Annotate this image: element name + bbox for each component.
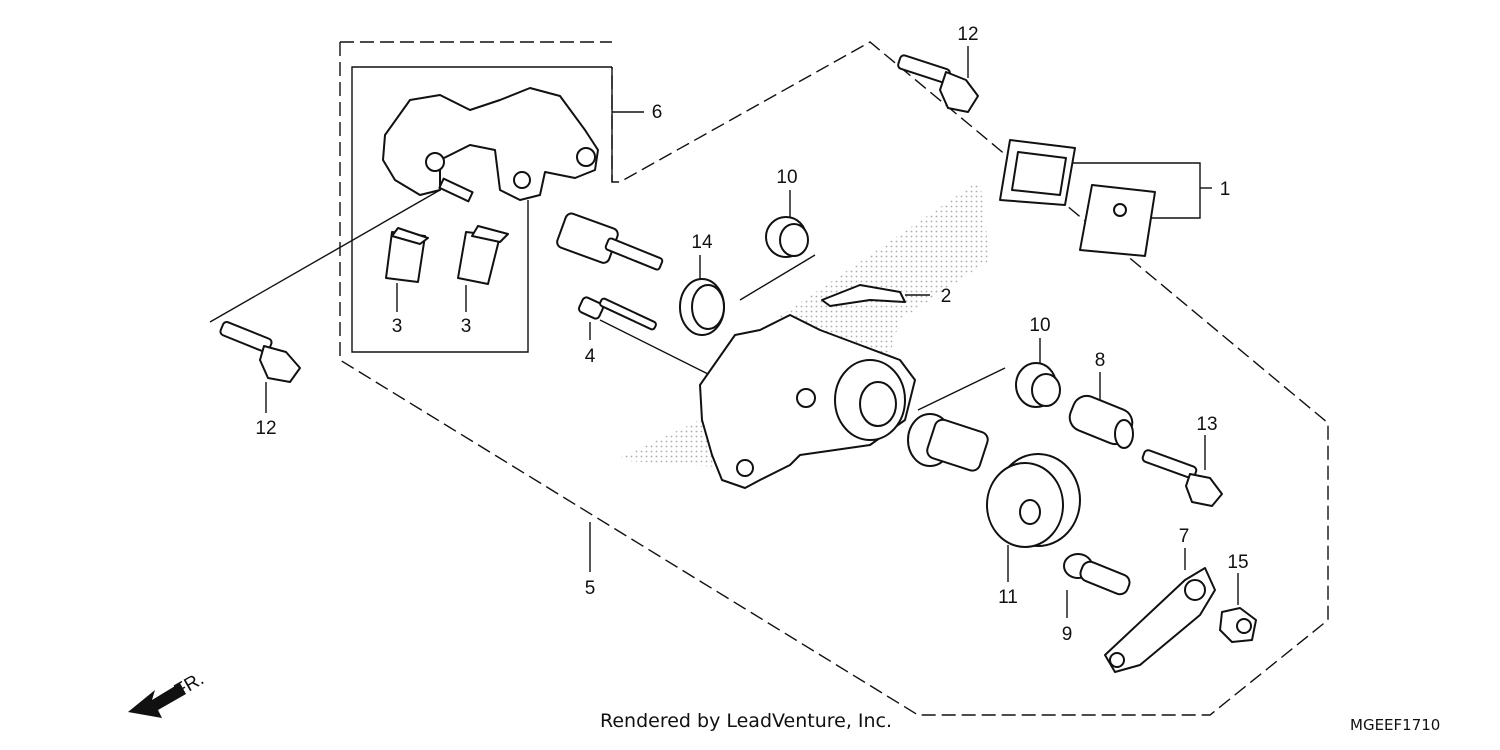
callout-10b: 10: [1029, 315, 1050, 336]
sleeve-8: [1068, 394, 1134, 449]
callout-4: 4: [585, 346, 596, 367]
callout-7: 7: [1179, 526, 1190, 547]
callout-5: 5: [585, 578, 596, 599]
caliper-body: [699, 314, 916, 489]
callout-15: 15: [1227, 552, 1248, 573]
pad-pin-4: [577, 296, 657, 331]
callout-9: 9: [1062, 624, 1073, 645]
callout-11: 11: [998, 587, 1018, 608]
callout-3b: 3: [461, 316, 472, 337]
bracket-box: [351, 66, 612, 353]
callout-2: 2: [941, 286, 952, 307]
callout-8: 8: [1095, 350, 1106, 371]
piston-11: [986, 453, 1081, 548]
brake-pads: [999, 139, 1156, 257]
callout-12b: 12: [255, 418, 276, 439]
bolt-9: [1063, 553, 1131, 596]
assembly-boundary: [339, 41, 1329, 716]
callout-1: 1: [1220, 179, 1231, 200]
boot-10-right: [1015, 362, 1061, 408]
bolt-13: [1141, 449, 1223, 507]
callouts: 1 2 3 3 4 5 6 7 8 9 10 10 11 12 12 13 14…: [255, 24, 1248, 645]
bolt-12-top: [897, 54, 979, 113]
callout-14: 14: [691, 232, 713, 253]
caliper-bracket: [382, 87, 599, 203]
sleeve-pin: [556, 212, 664, 271]
pad-spring-left: [385, 227, 429, 283]
callout-3a: 3: [392, 316, 403, 337]
lever-arm-7: [1104, 567, 1216, 673]
front-direction-arrow: [128, 683, 186, 718]
leader-lines: [209, 46, 1239, 618]
pad-spring-right: [457, 225, 509, 285]
adjuster-spring: [907, 413, 989, 472]
seal-ring-14: [679, 278, 725, 336]
callout-13: 13: [1196, 414, 1217, 435]
bolt-12-left: [219, 320, 301, 383]
callout-10a: 10: [776, 167, 797, 188]
callout-12a: 12: [957, 24, 978, 45]
diagram-code: MGEEF1710: [1350, 716, 1441, 734]
render-credit: Rendered by LeadVenture, Inc.: [600, 710, 893, 732]
boot-10-top: [765, 216, 809, 258]
nut-15: [1219, 607, 1257, 643]
callout-6: 6: [652, 102, 663, 123]
pad-clip-2: [821, 284, 906, 307]
